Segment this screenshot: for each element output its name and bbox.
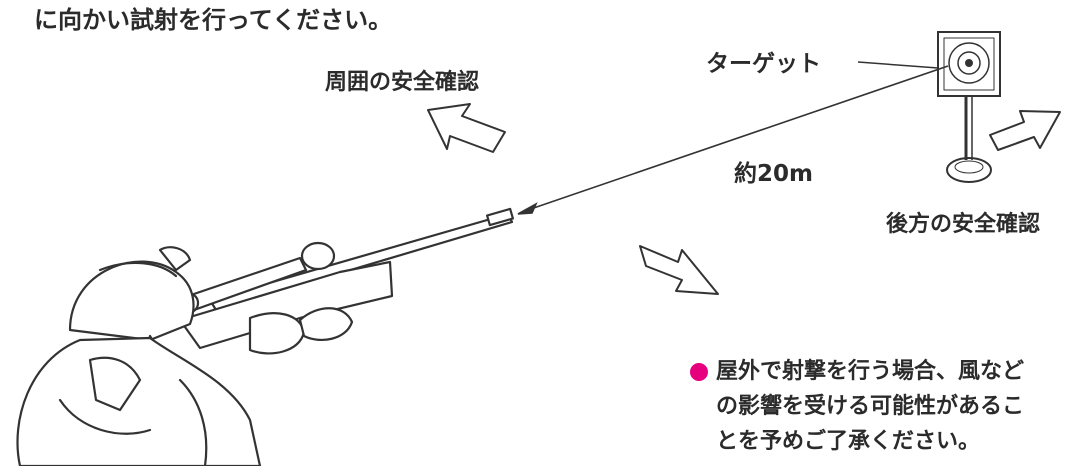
label-check-behind: 後方の安全確認	[886, 212, 1041, 237]
label-distance: 約20m	[734, 161, 813, 187]
intro-text: に向かい試射を行ってください。	[34, 6, 393, 34]
hollow-arrow-up-left-icon	[427, 103, 506, 153]
label-target: ターゲット	[706, 51, 821, 77]
note-line: とを予めご了承ください。	[716, 429, 981, 454]
note-block: 屋外で射撃を行う場合、風など の影響を受ける可能性があるこ とを予めご了承くださ…	[690, 354, 1024, 459]
note-line: の影響を受ける可能性があるこ	[716, 394, 1025, 419]
bullet-dot-icon	[690, 363, 708, 381]
hollow-arrow-down-right-icon	[639, 245, 719, 295]
hollow-arrow-up-right-icon	[989, 110, 1061, 151]
trajectory-line	[517, 65, 949, 215]
note-line: 屋外で射撃を行う場合、風など	[716, 359, 1025, 384]
target-illustration	[937, 31, 1001, 183]
shooter-illustration	[16, 207, 515, 466]
target-leader-line	[857, 61, 939, 69]
label-check-around: 周囲の安全確認	[325, 70, 480, 95]
